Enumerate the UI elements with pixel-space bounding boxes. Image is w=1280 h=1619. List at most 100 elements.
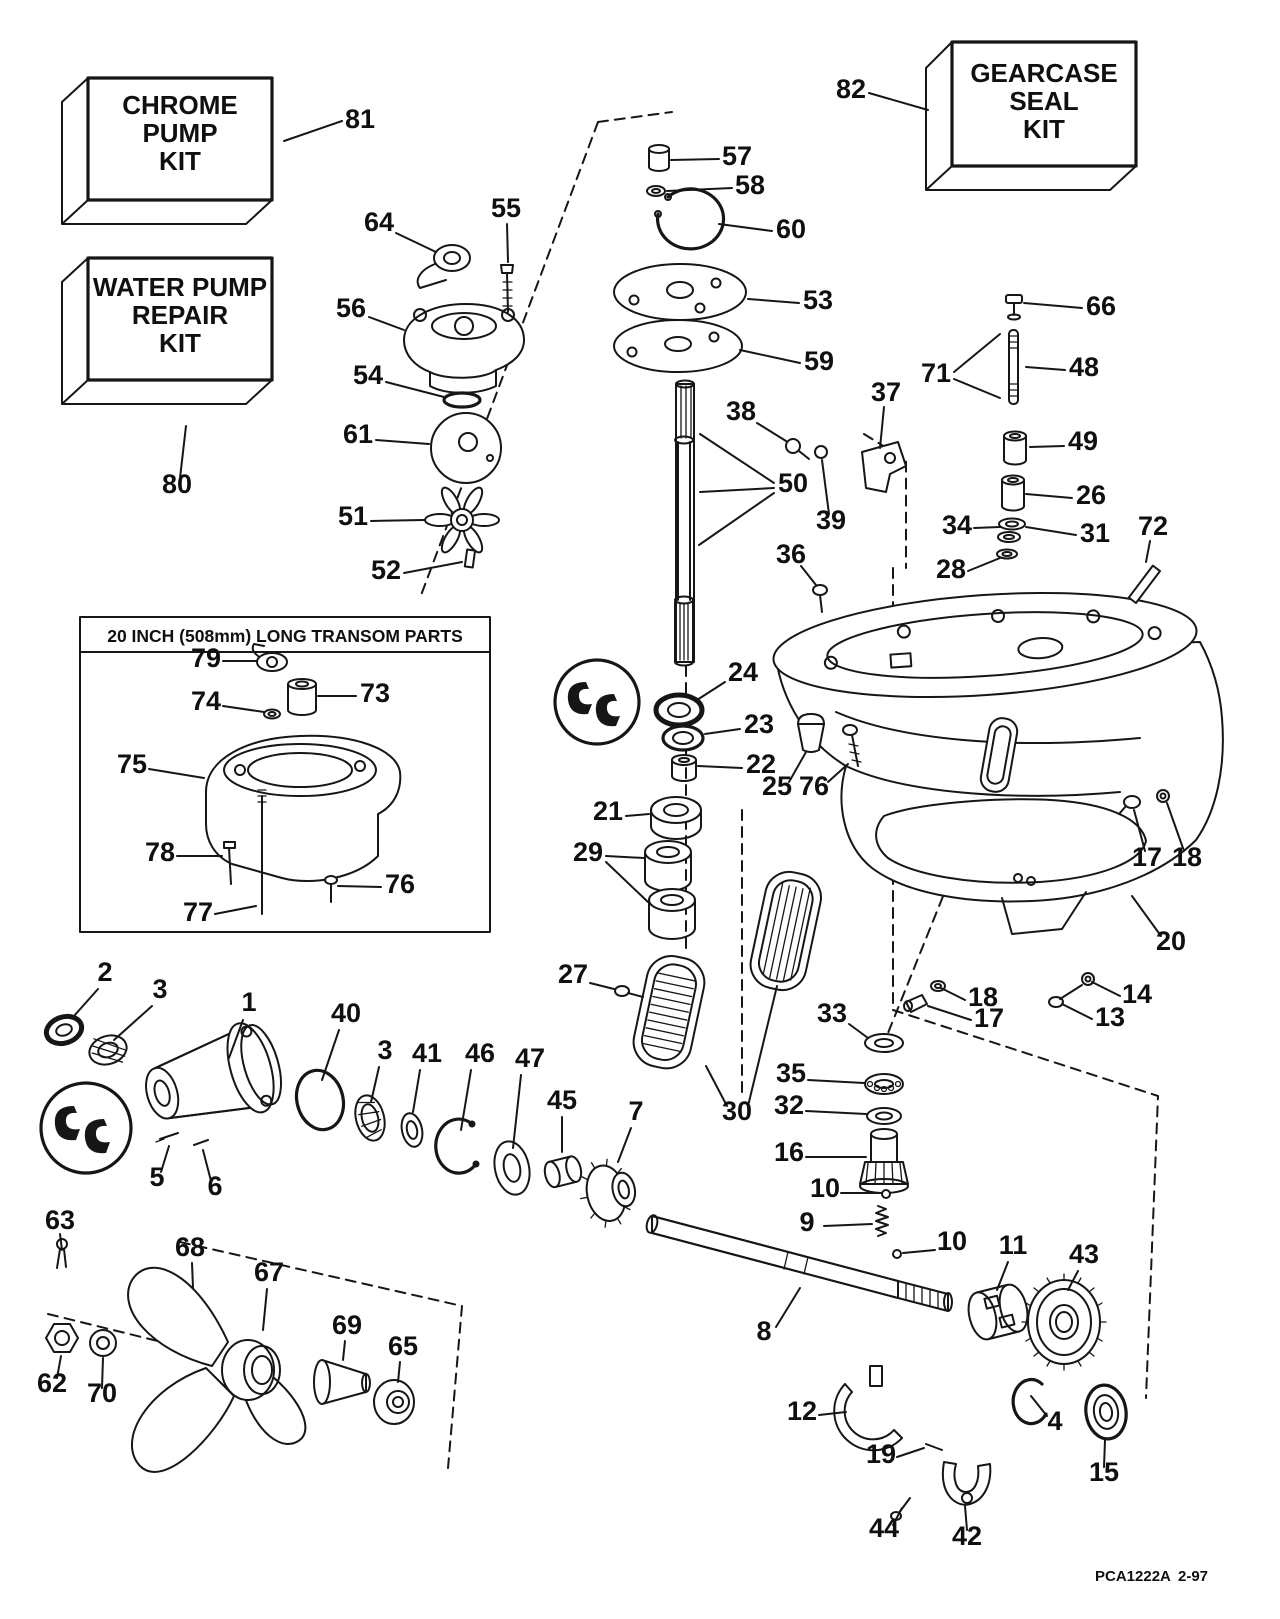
part-2-seal [43, 1013, 85, 1047]
callout-leader-7 [617, 1127, 632, 1163]
callout-52-55: 52 [371, 555, 401, 585]
chrome-pump-kit-line3: KIT [159, 146, 201, 176]
callout-62-65: 62 [37, 1368, 67, 1398]
chrome-pump-kit-line2: PUMP [142, 118, 217, 148]
callout-leader-82 [868, 92, 929, 111]
callout-leader-24 [696, 681, 726, 701]
callout-leader-29 [605, 861, 649, 903]
callout-leader-19 [896, 1447, 925, 1458]
callout-leader-48 [1025, 366, 1066, 371]
callout-54-57: 54 [353, 360, 383, 390]
callout-79-83: 79 [191, 643, 221, 673]
callout-10-11: 10 [937, 1226, 967, 1256]
callout-leader-58 [666, 187, 733, 192]
part-33-washer [864, 1033, 904, 1053]
part-60-retaining-ring [654, 187, 726, 251]
part-39-screw [814, 445, 828, 459]
callout-leader-20 [1131, 895, 1162, 937]
part-34-washer [997, 531, 1021, 543]
part-24-bearing [653, 692, 705, 728]
callout-leader-3 [113, 1005, 153, 1041]
callout-leader-21 [625, 813, 650, 817]
callout-leader-53 [747, 298, 800, 304]
callout-leader-4 [1030, 1395, 1048, 1417]
callout-leader-65 [397, 1361, 401, 1383]
callout-leader-9 [823, 1223, 873, 1227]
callout-26-29: 26 [1076, 480, 1106, 510]
part-4-retaining-ring [1011, 1377, 1048, 1426]
callout-6-6: 6 [207, 1171, 222, 1201]
part-6-pin [193, 1139, 209, 1146]
callout-35-38: 35 [776, 1058, 806, 1088]
part-13-screw [1048, 984, 1083, 1008]
callout-63-66: 63 [45, 1205, 75, 1235]
callout-leader-37 [879, 406, 885, 449]
part-78-bolt [223, 841, 236, 885]
callout-15-16: 15 [1089, 1457, 1119, 1487]
callout-leader-3 [370, 1066, 380, 1103]
callout-leader-77 [214, 905, 257, 915]
callout-leader-18 [940, 987, 966, 1001]
part-79-clamp [251, 643, 288, 672]
callout-leader-59 [739, 349, 801, 364]
callout-leader-75 [148, 768, 205, 779]
part-19-pin [925, 1443, 943, 1451]
water-pump-kit-line3: KIT [159, 328, 201, 358]
callout-24-27: 24 [728, 657, 758, 687]
gearcase-seal-kit-line2: SEAL [1009, 86, 1078, 116]
callout-29-32: 29 [573, 837, 603, 867]
part-37-bracket [861, 441, 907, 493]
callout-leader-68 [191, 1262, 194, 1289]
callout-80-84: 80 [162, 469, 192, 499]
callout-leader-69 [342, 1340, 346, 1361]
callout-leader-2 [73, 988, 99, 1017]
water-pump-kit-line1: WATER PUMP [93, 272, 267, 302]
callout-leader-27 [589, 982, 615, 990]
callout-4-4: 4 [1047, 1406, 1062, 1436]
callout-77-81: 77 [183, 897, 213, 927]
callout-47-50: 47 [515, 1043, 545, 1073]
part-30-water-screen-right [749, 870, 822, 992]
callout-36-39: 36 [776, 539, 806, 569]
callout-leader-32 [805, 1110, 867, 1115]
part-50-driveshaft [674, 379, 695, 667]
callout-leader-80 [179, 425, 187, 479]
part-76-screw-inset [324, 875, 338, 903]
part-54-oring [442, 391, 482, 409]
callout-leader-50 [699, 487, 775, 493]
callout-leader-66 [1023, 302, 1083, 309]
callout-34-37: 34 [942, 510, 972, 540]
callout-42-45: 42 [952, 1521, 982, 1551]
callout-45-48: 45 [547, 1085, 577, 1115]
callout-leader-23 [704, 728, 741, 735]
part-36-screw [812, 584, 828, 613]
part-5-screw [155, 1132, 179, 1143]
callout-leader-50 [699, 433, 775, 484]
callout-leader-64 [395, 232, 437, 253]
part-35-bearing [864, 1073, 904, 1095]
callout-leader-55 [506, 223, 509, 263]
part-28-washer [996, 548, 1018, 560]
callout-66-69: 66 [1086, 291, 1116, 321]
kit-box-water-pump-repair: WATER PUMP REPAIR KIT [61, 256, 274, 405]
callout-75-78: 75 [117, 749, 147, 779]
part-32-washer [866, 1107, 902, 1125]
part-26-bushing [1001, 474, 1025, 512]
part-29-spacer-lower [648, 888, 696, 940]
part-20-gearcase-housing [772, 591, 1224, 935]
callout-leader-57 [670, 158, 720, 161]
part-12-shift-cradle [833, 1365, 903, 1452]
part-73-bushing [287, 678, 317, 716]
part-31-washer [998, 517, 1026, 531]
callout-leader-81 [283, 120, 343, 142]
callout-14-15: 14 [1122, 979, 1152, 1009]
callout-leader-61 [375, 439, 430, 445]
callout-leader-17 [1133, 809, 1146, 852]
part-56-pump-housing [403, 303, 525, 394]
callout-25-28: 25 [762, 771, 792, 801]
callout-leader-54 [385, 381, 445, 398]
callout-leader-56 [368, 316, 405, 331]
callout-39-42: 39 [816, 505, 846, 535]
callout-41-44: 41 [412, 1038, 442, 1068]
